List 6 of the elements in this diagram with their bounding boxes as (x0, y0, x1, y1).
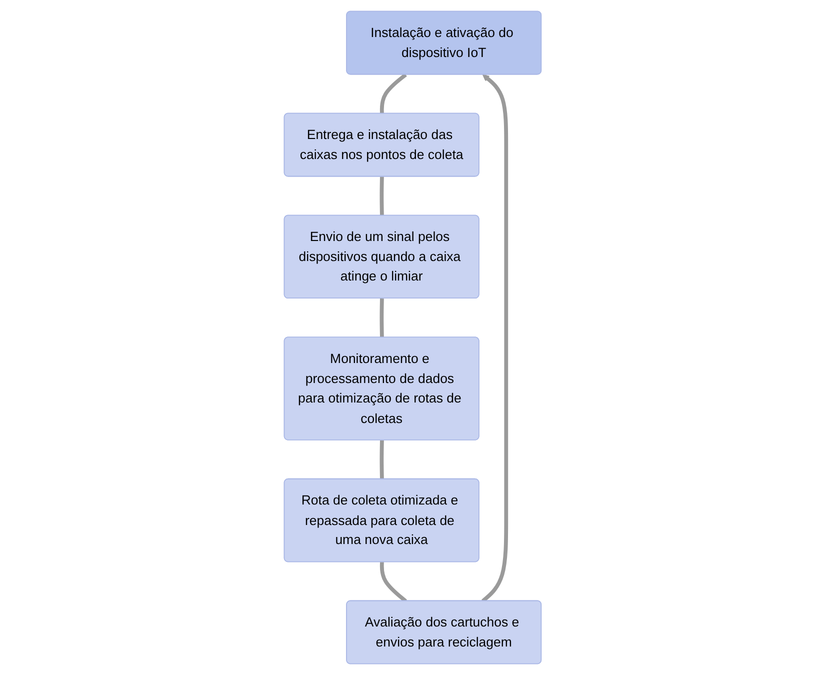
connector (380, 562, 407, 603)
connector (380, 298, 384, 338)
connector (380, 176, 384, 216)
connector (380, 440, 384, 480)
arrow (481, 74, 508, 603)
connector (380, 73, 407, 114)
